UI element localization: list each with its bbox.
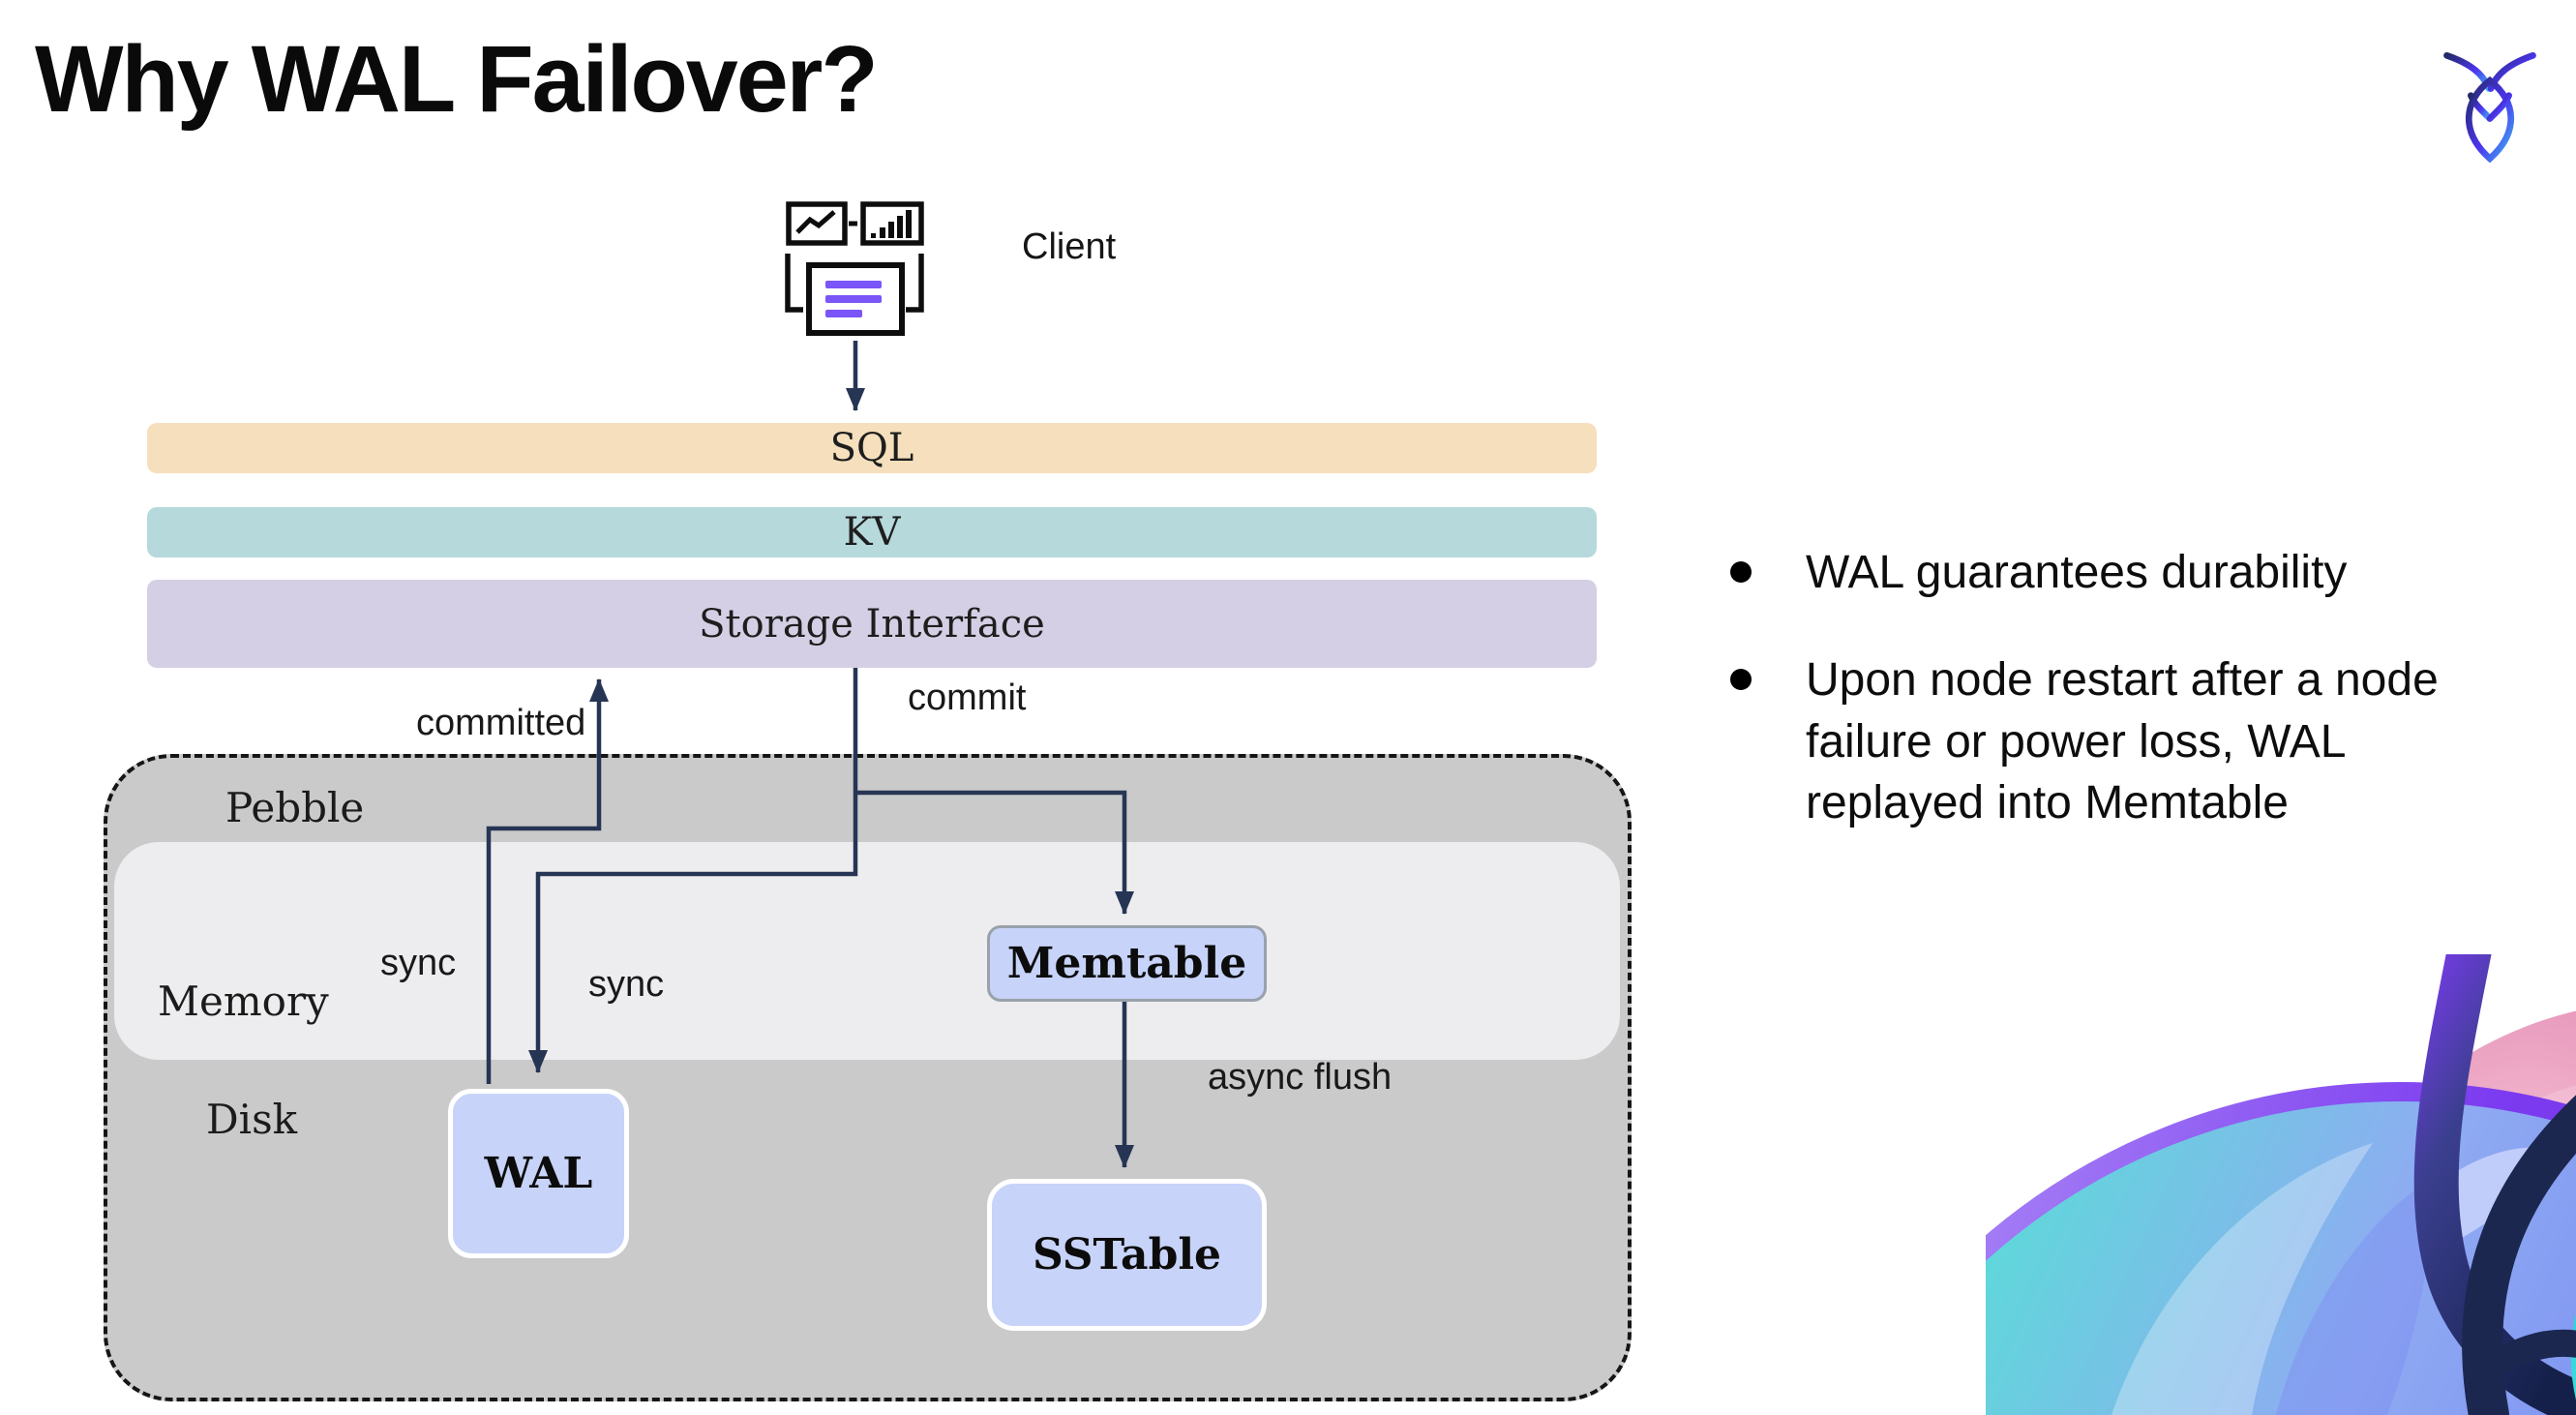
- layer-bar-storage-interface: Storage Interface: [147, 580, 1597, 668]
- memory-region: [114, 842, 1620, 1060]
- memtable-box: Memtable: [987, 925, 1267, 1002]
- brand-orb-decoration: [1986, 954, 2576, 1415]
- line-chart-zigzag: [795, 210, 836, 234]
- bullet-text: Upon node restart after a node failure o…: [1806, 654, 2439, 829]
- committed-label: committed: [416, 703, 586, 743]
- cockroachdb-logo-icon: [2443, 51, 2536, 163]
- bullet-text: WAL guarantees durability: [1806, 547, 2348, 598]
- disk-label: Disk: [206, 1096, 298, 1143]
- sstable-box: SSTable: [987, 1179, 1267, 1331]
- bullet-dot: [1730, 669, 1752, 691]
- bracket-right: [906, 254, 924, 313]
- bullet-list: WAL guarantees durability Upon node rest…: [1730, 542, 2576, 880]
- logo-branch-right: [2486, 92, 2513, 122]
- client-label: Client: [1022, 226, 1117, 267]
- wal-box: WAL: [448, 1089, 629, 1258]
- document-text-lines: [825, 281, 882, 317]
- bar-chart-bars: [871, 210, 912, 238]
- slide-title: Why WAL Failover?: [35, 26, 879, 132]
- blue-orb-petal: [2276, 1177, 2436, 1415]
- blue-orb-petal: [2112, 1143, 2373, 1415]
- async-flush-label: async flush: [1208, 1057, 1393, 1098]
- client-icon: [785, 201, 924, 336]
- bracket-left: [785, 254, 803, 313]
- list-item: Upon node restart after a node failure o…: [1730, 649, 2576, 833]
- layer-bar-kv: KV: [147, 507, 1597, 557]
- bullet-dot: [1730, 561, 1752, 583]
- roach-silhouette-branch: [2475, 1329, 2576, 1384]
- sync-label-right: sync: [588, 964, 665, 1005]
- commit-label: commit: [908, 677, 1027, 718]
- sync-label-left: sync: [380, 943, 457, 983]
- pebble-label: Pebble: [225, 784, 365, 831]
- layer-bar-sql: SQL: [147, 423, 1597, 473]
- list-item: WAL guarantees durability: [1730, 542, 2576, 603]
- roach-silhouette-arc: [2413, 954, 2576, 1415]
- memory-label: Memory: [158, 978, 329, 1025]
- line-chart-icon: [786, 201, 848, 246]
